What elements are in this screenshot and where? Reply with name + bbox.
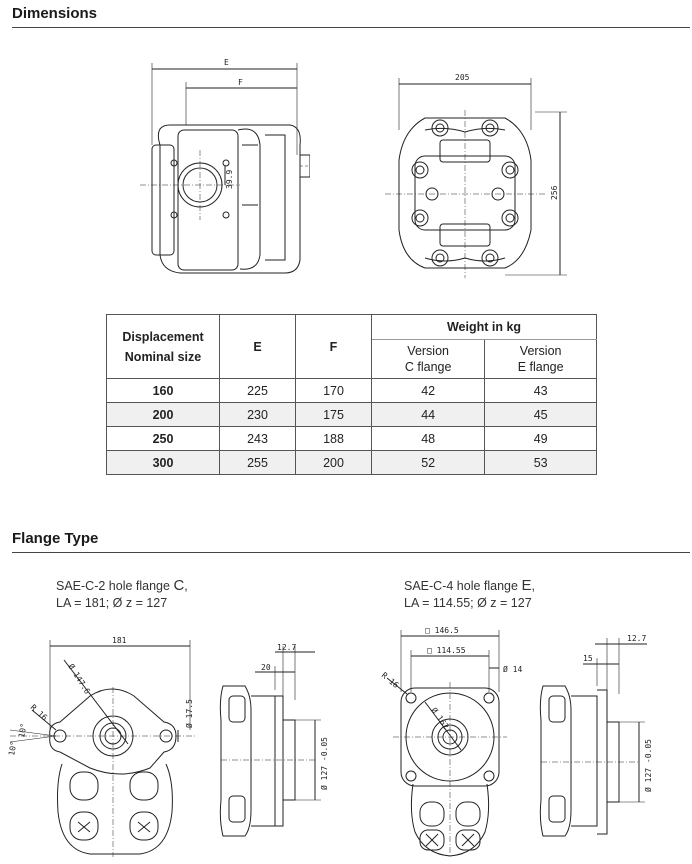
table-cell: 42: [370, 378, 486, 403]
flange-c-side-dim-mid: 20: [261, 663, 271, 672]
dim-label-f: F: [238, 78, 243, 87]
pump-front-view-drawing: 205 256: [385, 73, 567, 278]
flange-e-dim-radius: R 16: [380, 671, 401, 690]
pump-side-view-drawing: E F 39.9: [140, 58, 310, 274]
table-row: 300 255 200 52 53: [106, 450, 597, 475]
flange-c-dim-angle1: 10°: [7, 741, 18, 757]
flange-c-caption-text: SAE-C-2 hole flange: [56, 579, 174, 593]
dim-label-e: E: [224, 58, 229, 67]
flange-c-dim-angle2: 10°: [17, 723, 28, 739]
flange-c-caption-spec: LA = 181; Ø z = 127: [56, 596, 168, 610]
flange-c-front-drawing: 181 Ø 147.6 R 16 Ø 17.5 10° 10°: [7, 636, 195, 857]
table-cell: 200: [295, 450, 372, 475]
dimensions-rule: [12, 27, 690, 28]
table-cell: 52: [370, 450, 486, 475]
table-cell: 45: [484, 402, 597, 427]
flange-e-dim-hole: Ø 14: [503, 664, 522, 674]
header-version-e-line2: E flange: [517, 360, 564, 374]
header-version-c-line1: Version: [407, 344, 449, 358]
flange-e-side-dim-dia: Ø 127 -0.05: [643, 739, 653, 792]
table-cell: 225: [219, 378, 296, 403]
dimensions-title: Dimensions: [12, 5, 98, 22]
dim-label-205: 205: [455, 73, 470, 82]
table-cell: 255: [219, 450, 296, 475]
table-cell: 49: [484, 426, 597, 451]
dim-label-256: 256: [550, 185, 559, 200]
header-e: E: [219, 314, 296, 379]
header-weight: Weight in kg: [371, 314, 597, 340]
header-displacement-line1: Displacement: [122, 329, 204, 344]
table-cell: 175: [295, 402, 372, 427]
flange-e-dim-outer: □ 146.5: [425, 626, 459, 635]
table-cell: 44: [370, 402, 486, 427]
flange-c-side-dim-top: 12.7: [277, 643, 296, 652]
table-row: 160 225 170 42 43: [106, 378, 597, 403]
flange-c-side-drawing: 12.7 20 Ø 127 -0.05: [219, 643, 329, 837]
flange-e-caption-comma: ,: [531, 579, 535, 593]
flange-type-title: Flange Type: [12, 530, 99, 547]
flange-c-side-dim-dia: Ø 127 -0.05: [319, 737, 329, 790]
table-cell: 188: [295, 426, 372, 451]
dim-label-39-9: 39.9: [225, 170, 234, 189]
header-f: F: [295, 314, 372, 379]
flange-e-side-drawing: 12.7 15 Ø 127 -0.05: [539, 634, 653, 837]
flange-c-dim-radius: R 16: [29, 703, 49, 723]
flange-e-dim-diag: Ø 162: [429, 705, 451, 731]
flange-e-front-drawing: □ 146.5 □ 114.55 Ø 14 R 16 Ø 162: [380, 626, 522, 858]
table-cell: 48: [370, 426, 486, 451]
table-cell: 230: [219, 402, 296, 427]
flange-c-dim-diag: Ø 147.6: [66, 662, 92, 696]
header-version-e: Version E flange: [484, 339, 597, 379]
table-cell: 170: [295, 378, 372, 403]
header-version-c-line2: C flange: [404, 360, 452, 374]
flange-e-caption-letter: E: [521, 577, 532, 594]
flange-e-dim-inner: □ 114.55: [427, 646, 466, 655]
table-cell: 250: [106, 426, 220, 451]
table-cell: 53: [484, 450, 597, 475]
table-cell: 300: [106, 450, 220, 475]
table-row: 250 243 188 48 49: [106, 426, 597, 451]
table-cell: 43: [484, 378, 597, 403]
table-cell: 200: [106, 402, 220, 427]
flange-c-dim-hole: Ø 17.5: [184, 699, 194, 728]
table-row: 200 230 175 44 45: [106, 402, 597, 427]
flange-e-side-dim-top: 12.7: [627, 634, 646, 643]
flange-e-caption-text: SAE-C-4 hole flange: [404, 579, 522, 593]
header-displacement: Displacement Nominal size: [106, 314, 220, 379]
flange-type-rule: [12, 552, 690, 553]
header-version-e-line1: Version: [519, 344, 562, 358]
table-cell: 243: [219, 426, 296, 451]
flange-e-caption-spec: LA = 114.55; Ø z = 127: [404, 596, 532, 610]
flange-c-dim-width: 181: [112, 636, 127, 645]
flange-e-caption: SAE-C-4 hole flange E, LA = 114.55; Ø z …: [404, 577, 535, 612]
flange-c-caption: SAE-C-2 hole flange C, LA = 181; Ø z = 1…: [56, 577, 188, 612]
flange-e-side-dim-mid: 15: [583, 654, 593, 663]
dimensions-table: Displacement Nominal size E F Weight in …: [106, 314, 597, 475]
header-version-c: Version C flange: [370, 339, 486, 379]
flange-c-caption-comma: ,: [184, 579, 188, 593]
table-cell: 160: [106, 378, 220, 403]
flange-c-caption-letter: C: [173, 577, 185, 594]
header-displacement-line2: Nominal size: [124, 349, 202, 364]
